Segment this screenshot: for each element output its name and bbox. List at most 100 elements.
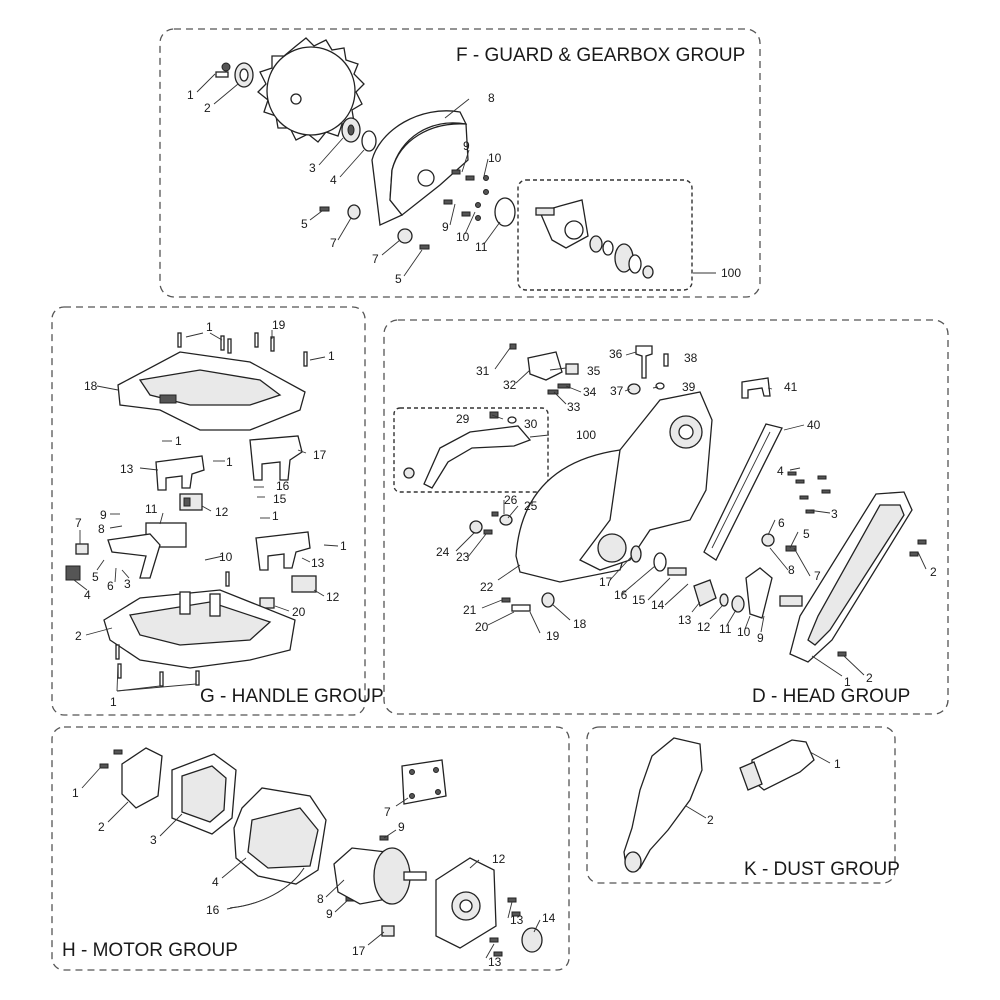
head-group: D - HEAD GROUP <box>383 319 949 715</box>
top-screws <box>177 332 308 367</box>
handle-subassembly-box <box>393 407 549 493</box>
part-callout: 14 <box>542 911 556 925</box>
saw-blade <box>257 37 365 143</box>
part-callout: 3 <box>124 577 131 591</box>
leader-lines <box>73 330 339 692</box>
part-callout: 33 <box>567 400 581 414</box>
outer-flange <box>234 62 254 88</box>
part-callout: 8 <box>317 892 324 906</box>
part-callout: 34 <box>583 385 597 399</box>
part-callout: 4 <box>330 173 337 187</box>
switches <box>65 493 317 609</box>
part-callout: 5 <box>395 272 402 286</box>
part-callout: 1 <box>844 675 851 689</box>
gear-case <box>515 391 713 583</box>
callouts: 1 19 1 18 1 17 1 13 16 15 9 8 11 12 7 1 … <box>75 318 347 709</box>
dust-port <box>739 739 815 791</box>
handle-lever <box>403 411 532 489</box>
part-callout: 10 <box>219 550 233 564</box>
part-callout: 26 <box>504 493 518 507</box>
part-callout: 100 <box>576 428 596 442</box>
part-callout: 25 <box>524 499 538 513</box>
part-callout: 29 <box>456 412 470 426</box>
part-callout: 6 <box>778 516 785 530</box>
part-callout: 5 <box>803 527 810 541</box>
callouts: 1 2 3 7 9 4 12 8 9 16 13 14 17 13 <box>72 786 556 969</box>
part-callout: 1 <box>206 320 213 334</box>
part-callout: 12 <box>215 505 229 519</box>
part-callout: 7 <box>814 569 821 583</box>
part-callout: 7 <box>384 805 391 819</box>
part-callout: 24 <box>436 545 450 559</box>
part-callout: 15 <box>273 492 287 506</box>
gearbox-parts <box>535 199 654 279</box>
dust-group: K - DUST GROUP 1 2 <box>586 726 900 884</box>
part-callout: 2 <box>75 629 82 643</box>
part-callout: 18 <box>573 617 587 631</box>
part-callout: 16 <box>206 903 220 917</box>
part-callout: 40 <box>807 418 821 432</box>
top-housing-cover <box>117 351 306 431</box>
part-callout: 8 <box>788 563 795 577</box>
part-callout: 19 <box>272 318 286 332</box>
blade-bolt <box>215 62 231 78</box>
part-callout: 13 <box>678 613 692 627</box>
part-callout: 10 <box>456 230 470 244</box>
part-callout: 22 <box>480 580 494 594</box>
part-callout: 16 <box>614 588 628 602</box>
part-callout: 7 <box>75 516 82 530</box>
part-callout: 11 <box>719 622 732 636</box>
part-callout: 20 <box>292 605 306 619</box>
part-callout: 100 <box>721 266 741 280</box>
retaining-ring <box>494 197 516 227</box>
part-callout: 12 <box>326 590 340 604</box>
part-callout: 1 <box>834 757 841 771</box>
gearbox-subassembly-box <box>517 179 693 291</box>
bushings <box>347 204 413 244</box>
pivot-parts <box>509 343 669 395</box>
part-callout: 1 <box>328 349 335 363</box>
part-callout: 9 <box>463 139 470 153</box>
group-border <box>51 726 570 971</box>
part-callout: 30 <box>524 417 538 431</box>
part-callout: 23 <box>456 550 470 564</box>
leader-lines <box>196 73 716 277</box>
group-title: D - HEAD GROUP <box>752 686 910 707</box>
drive-belt <box>703 423 783 561</box>
part-callout: 15 <box>632 593 646 607</box>
part-callout: 1 <box>110 695 117 709</box>
lower-handle-housing <box>103 589 296 669</box>
guard-gearbox-group: F - GUARD & GEARBOX GROUP <box>159 28 761 298</box>
part-callout: 36 <box>609 347 623 361</box>
trigger-lever <box>107 533 161 579</box>
part-callout: 5 <box>301 217 308 231</box>
group-border <box>159 28 761 298</box>
part-callout: 12 <box>492 852 506 866</box>
part-callout: 3 <box>309 161 316 175</box>
group-title: F - GUARD & GEARBOX GROUP <box>456 45 745 66</box>
part-callout: 8 <box>488 91 495 105</box>
callouts: 1 2 3 4 5 7 8 9 10 9 10 11 7 5 100 <box>187 88 741 286</box>
callouts: 31 32 36 38 35 34 37 39 33 41 29 30 100 … <box>436 347 937 689</box>
part-callout: 9 <box>757 631 764 645</box>
callouts: 1 2 <box>707 757 841 827</box>
group-border <box>383 319 949 715</box>
part-callout: 2 <box>707 813 714 827</box>
inner-flange <box>341 117 361 143</box>
part-callout: 13 <box>488 955 502 969</box>
part-callout: 10 <box>488 151 502 165</box>
part-callout: 37 <box>610 384 624 398</box>
part-callout: 7 <box>330 236 337 250</box>
part-callout: 9 <box>326 907 333 921</box>
part-callout: 17 <box>313 448 327 462</box>
part-callout: 9 <box>398 820 405 834</box>
part-callout: 11 <box>475 240 488 254</box>
part-callout: 18 <box>84 379 98 393</box>
dust-bag <box>623 737 703 873</box>
belt-clip <box>741 377 771 399</box>
part-callout: 3 <box>150 833 157 847</box>
part-callout: 1 <box>187 88 194 102</box>
part-callout: 1 <box>340 539 347 553</box>
part-callout: 1 <box>272 509 279 523</box>
part-callout: 17 <box>352 944 366 958</box>
